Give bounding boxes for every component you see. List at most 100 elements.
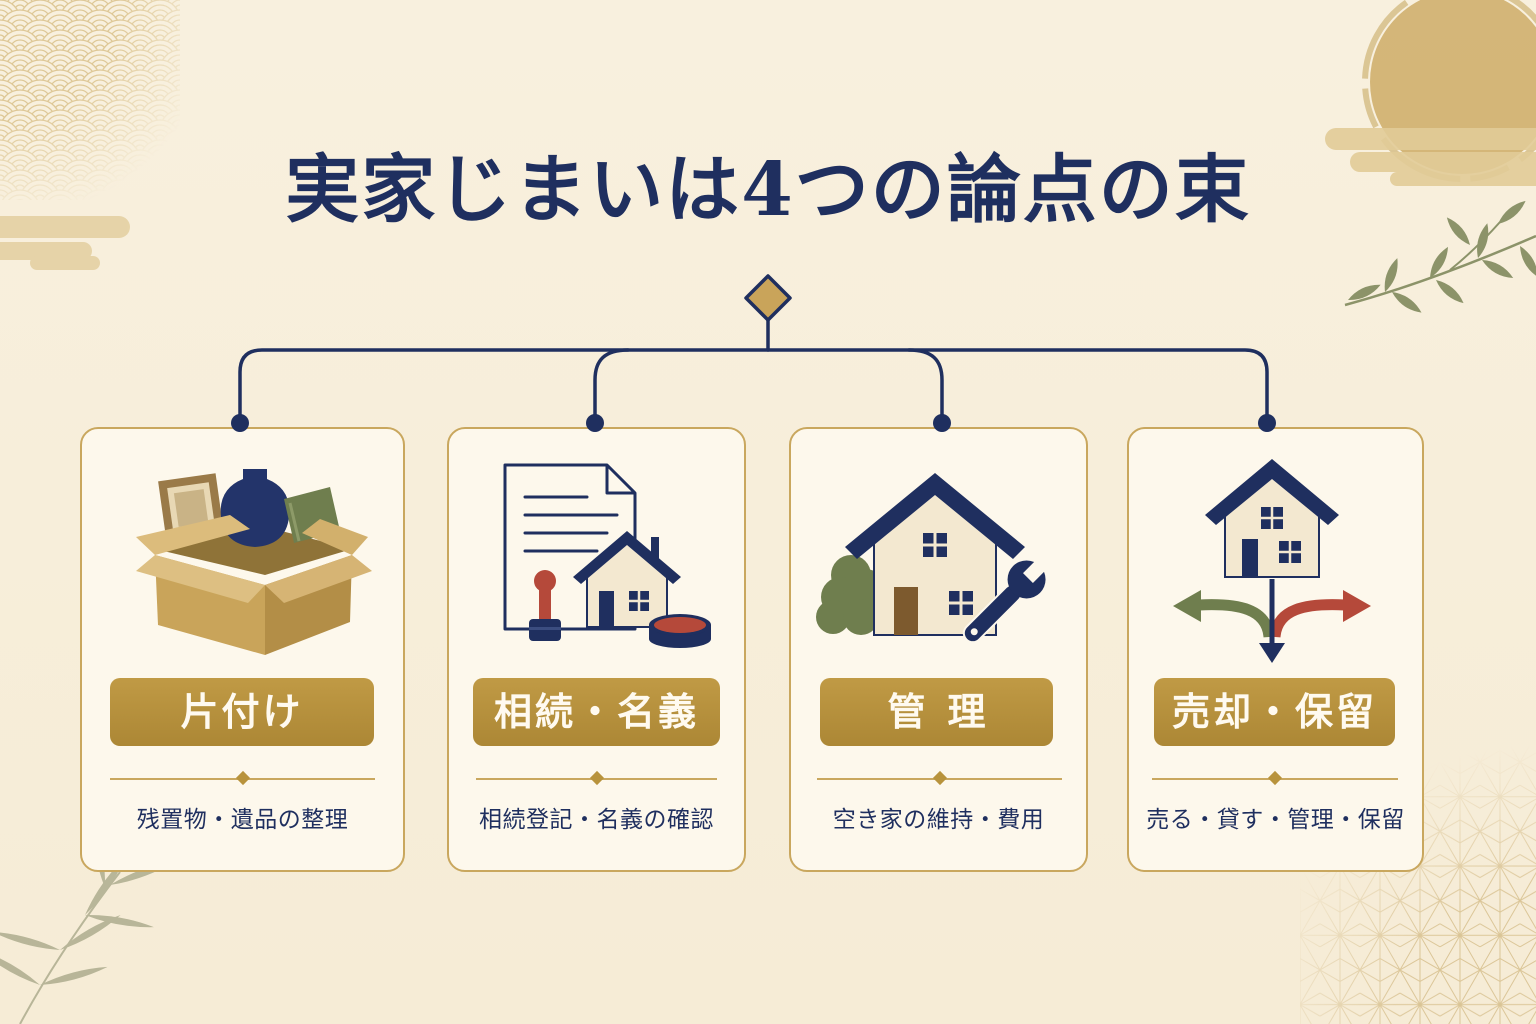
right-arrow-icon (1269, 590, 1371, 638)
house-wrench-icon (816, 473, 1049, 644)
seigaiha-arc (195, 15, 205, 25)
seigaiha-arc (200, 50, 240, 90)
seigaiha-wave-pattern (0, 0, 240, 200)
seigaiha-arc (190, 50, 210, 70)
door-icon (1242, 539, 1258, 577)
card-description: 相続登記・名義の確認 (479, 807, 714, 833)
divider-diamond-icon (235, 770, 250, 786)
seigaiha-arc (179, 94, 180, 106)
upper-window-icon (1261, 507, 1283, 529)
seigaiha-arc (195, 35, 205, 45)
card-katazuke: 片付け 残置物・遺品の整理 (80, 427, 405, 872)
seigaiha-arc (185, 65, 215, 95)
seigaiha-arc (179, 0, 180, 6)
door-icon (894, 587, 918, 635)
card-description: 残置物・遺品の整理 (136, 807, 349, 833)
house-branching-arrows-icon (1173, 459, 1371, 663)
seigaiha-arc (215, 5, 225, 15)
leaf-branch-icon (1344, 200, 1536, 313)
down-arrow-icon (1259, 579, 1285, 663)
seigaiha-arc (47, 194, 73, 200)
seigaiha-arc (210, 100, 230, 120)
seigaiha-arc (74, 194, 86, 200)
seigaiha-arc (195, 55, 205, 65)
box-left-flap (136, 515, 250, 555)
seigaiha-arc (205, 95, 235, 125)
seigaiha-arc (179, 14, 180, 26)
seigaiha-arc (179, 114, 180, 126)
wrench-icon (962, 557, 1049, 644)
seigaiha-arc (200, 70, 240, 110)
seigaiha-arc (190, 70, 210, 90)
seigaiha-arc (185, 25, 215, 55)
card-description: 売る・貸す・管理・保留 (1146, 807, 1405, 833)
seigaiha-arc (210, 60, 230, 80)
seigaiha-arc (179, 54, 180, 66)
seigaiha-arc (195, 95, 205, 105)
seigaiha-arc (185, 5, 215, 35)
seigaiha-arc (195, 75, 205, 85)
seigaiha-arc (205, 0, 235, 25)
lower-window-icon (949, 591, 973, 615)
document-stamp-house-icon (503, 463, 711, 648)
divider-diamond-icon (589, 770, 604, 786)
box-right-flap (302, 519, 368, 555)
seigaiha-arc (215, 125, 225, 135)
seigaiha-arc (215, 45, 225, 55)
seigaiha-arc (200, 90, 240, 130)
seigaiha-arc (185, 0, 215, 15)
bamboo-leaves-icon (0, 819, 176, 1024)
card-divider (476, 770, 717, 786)
seigaiha-arc (179, 74, 180, 86)
seigaiha-arc (210, 120, 230, 140)
seigaiha-arc (210, 40, 230, 60)
card-description: 空き家の維持・費用 (832, 807, 1045, 833)
box-front-flap (265, 555, 372, 603)
card-divider (110, 770, 375, 786)
seigaiha-arc (190, 110, 210, 130)
seigaiha-arc (195, 115, 205, 125)
card-kanri: 管理 空き家の維持・費用 (789, 427, 1088, 872)
left-arrow-icon (1173, 590, 1275, 638)
seigaiha-arc (210, 80, 230, 100)
house-icon (573, 531, 681, 628)
seigaiha-arc (185, 85, 215, 115)
card-label: 管理 (820, 678, 1053, 746)
seigaiha-arc (205, 35, 235, 65)
seigaiha-arc (127, 194, 153, 200)
divider-diamond-icon (932, 770, 947, 786)
divider-diamond-icon (1267, 770, 1283, 786)
seigaiha-arc (210, 20, 230, 40)
box-side-flap (136, 555, 265, 603)
seigaiha-arc (87, 194, 113, 200)
ink-pad-icon (649, 614, 711, 648)
upper-window-icon (923, 533, 947, 557)
seigaiha-arc (215, 85, 225, 95)
card-label: 相続・名義 (473, 678, 720, 746)
cloud-left (0, 216, 130, 270)
seigaiha-arc (190, 90, 210, 110)
cardboard-box-icon (136, 469, 372, 655)
card-label: 片付け (110, 678, 374, 746)
seigaiha-arc (215, 65, 225, 75)
seigaiha-arc (185, 105, 215, 135)
tree-icon (816, 555, 887, 635)
page-title: 実家じまいは4つの論点の束 (285, 147, 1251, 233)
card-label: 売却・保留 (1154, 678, 1395, 746)
seigaiha-arc (190, 30, 210, 50)
seigaiha-arc (34, 194, 46, 200)
seigaiha-arc (200, 30, 240, 70)
card-souzoku-meigi: 相続・名義 相続登記・名義の確認 (447, 427, 746, 872)
seigaiha-arc (215, 105, 225, 115)
seigaiha-arc (205, 75, 235, 105)
house-icon (1205, 459, 1339, 578)
cloud-top-right (1325, 128, 1536, 186)
seal-stamp-icon (529, 570, 561, 641)
seigaiha-arc (205, 55, 235, 85)
seigaiha-arc (154, 194, 166, 200)
seigaiha-arc (7, 194, 33, 200)
seigaiha-arc (195, 0, 205, 5)
lower-window-icon (1279, 541, 1301, 563)
